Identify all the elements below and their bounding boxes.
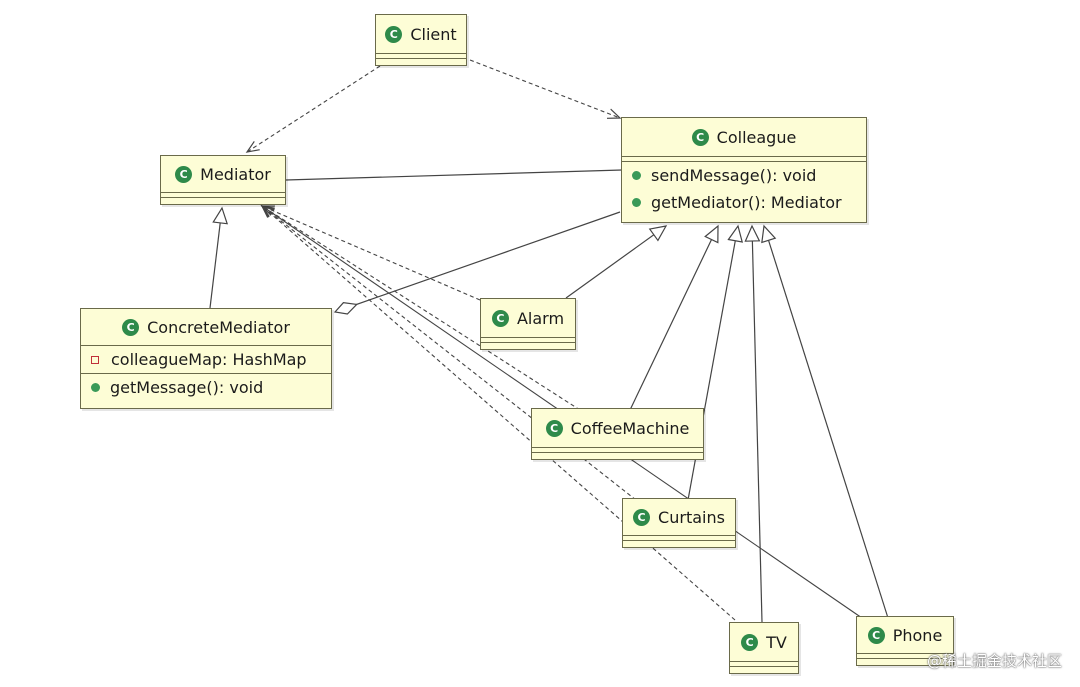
class-concrete-mediator-methods: getMessage(): void — [81, 374, 331, 401]
class-client-compartments — [376, 53, 466, 58]
class-tv-compartments-2 — [730, 666, 798, 671]
class-alarm-name: Alarm — [516, 308, 565, 328]
class-client-compartments-2 — [376, 58, 466, 63]
class-alarm-compartments — [481, 337, 575, 342]
dep-client-colleague — [469, 59, 620, 118]
class-client-header: C Client — [376, 15, 466, 53]
class-concrete-mediator-fields: colleagueMap: HashMap — [81, 345, 331, 374]
gen-tv-colleague — [744, 224, 763, 623]
dep-client-mediator — [247, 65, 381, 152]
method-row: sendMessage(): void — [622, 162, 866, 189]
class-mediator-compartments — [161, 192, 285, 197]
dep-alarm-mediator — [262, 206, 481, 301]
class-concrete-mediator-header: C ConcreteMediator — [81, 309, 331, 345]
class-icon: C — [741, 633, 759, 651]
field-colleague-map: colleagueMap: HashMap — [111, 350, 307, 369]
class-icon: C — [122, 318, 140, 336]
public-method-icon — [632, 198, 641, 207]
class-icon: C — [867, 626, 885, 644]
class-colleague-methods: sendMessage(): void getMediator(): Media… — [622, 161, 866, 216]
field-row: colleagueMap: HashMap — [81, 346, 331, 373]
class-coffee-machine-compartments-2 — [532, 452, 703, 457]
watermark-text: @稀土掘金技术社区 — [926, 652, 1062, 670]
class-mediator-header: C Mediator — [161, 156, 285, 192]
class-phone-compartments-2 — [857, 658, 953, 663]
class-concrete-mediator-name: ConcreteMediator — [147, 317, 290, 337]
class-concrete-mediator[interactable]: C ConcreteMediator colleagueMap: HashMap… — [80, 308, 332, 409]
class-phone-compartments — [857, 653, 953, 658]
class-icon: C — [691, 128, 709, 146]
class-coffee-machine-name: CoffeeMachine — [570, 418, 690, 438]
class-icon: C — [385, 25, 403, 43]
class-curtains-name: Curtains — [658, 507, 725, 527]
class-phone[interactable]: C Phone — [856, 616, 954, 666]
class-curtains-header: C Curtains — [623, 499, 735, 535]
class-curtains[interactable]: C Curtains — [622, 498, 736, 548]
class-tv-compartments — [730, 661, 798, 666]
class-mediator[interactable]: C Mediator — [160, 155, 286, 205]
class-phone-name: Phone — [892, 625, 943, 645]
class-icon: C — [545, 419, 563, 437]
class-colleague-name: Colleague — [716, 127, 797, 147]
class-colleague[interactable]: C Colleague sendMessage(): void getMedia… — [621, 117, 867, 223]
class-icon: C — [175, 165, 193, 183]
class-tv[interactable]: C TV — [729, 622, 799, 674]
class-coffee-machine-header: C CoffeeMachine — [532, 409, 703, 447]
class-client-name: Client — [410, 24, 457, 44]
class-tv-name: TV — [766, 632, 787, 652]
class-curtains-compartments-2 — [623, 540, 735, 545]
class-coffee-machine[interactable]: C CoffeeMachine — [531, 408, 704, 460]
gen-coffeemachine-colleague — [629, 224, 719, 411]
class-mediator-compartments-2 — [161, 197, 285, 202]
gen-concretemediator-mediator — [209, 206, 229, 309]
public-method-icon — [632, 171, 641, 180]
method-row: getMessage(): void — [81, 374, 331, 401]
class-phone-header: C Phone — [857, 617, 953, 653]
class-alarm[interactable]: C Alarm — [480, 298, 576, 350]
class-client[interactable]: C Client — [375, 14, 467, 66]
aggr-concretemediator-colleague — [335, 211, 621, 312]
method-send-message: sendMessage(): void — [651, 166, 817, 185]
gen-phone-colleague — [761, 224, 889, 619]
method-get-mediator: getMediator(): Mediator — [651, 193, 842, 212]
gen-alarm-colleague — [565, 225, 668, 299]
class-curtains-compartments — [623, 535, 735, 540]
method-get-message: getMessage(): void — [110, 378, 264, 397]
class-alarm-header: C Alarm — [481, 299, 575, 337]
class-colleague-header: C Colleague — [622, 118, 866, 156]
private-field-icon — [91, 355, 99, 364]
class-alarm-compartments-2 — [481, 342, 575, 347]
assoc-mediator-colleague — [285, 169, 623, 181]
class-icon: C — [633, 508, 651, 526]
class-coffee-machine-compartments — [532, 447, 703, 452]
class-tv-header: C TV — [730, 623, 798, 661]
class-colleague-fields — [622, 156, 866, 161]
public-method-icon — [91, 383, 100, 392]
class-icon: C — [491, 309, 509, 327]
class-mediator-name: Mediator — [200, 164, 271, 184]
method-row: getMediator(): Mediator — [622, 189, 866, 216]
